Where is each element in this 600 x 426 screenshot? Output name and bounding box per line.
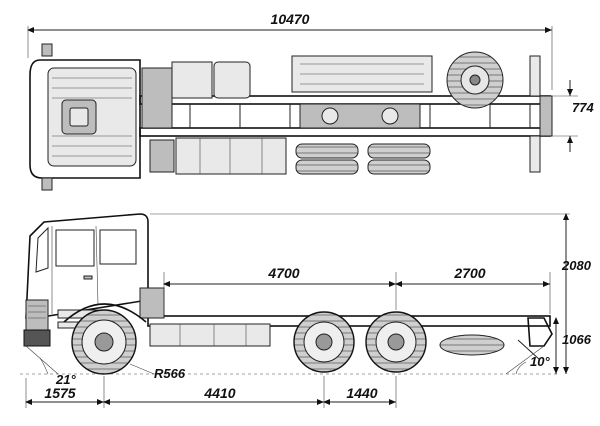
front-grille — [25, 299, 49, 331]
air-filter — [171, 61, 213, 99]
departure-angle-label: 10° — [530, 354, 550, 369]
rear-hitch-side — [527, 317, 553, 347]
radius-label: R566 — [154, 366, 186, 381]
right-mirror — [41, 177, 53, 191]
cargo-length-label: 4700 — [267, 265, 299, 281]
exhaust-box — [139, 287, 165, 319]
wheelbase-label: 4410 — [203, 385, 235, 401]
front-bumper — [23, 329, 51, 347]
frame-width-label: 774 — [572, 100, 594, 115]
overall-length-label: 10470 — [271, 11, 310, 27]
left-mirror — [41, 43, 53, 57]
battery-box — [149, 139, 175, 173]
cab-side — [25, 213, 149, 319]
frame-height-label: 1066 — [562, 332, 592, 347]
rear-wheel-2 — [365, 311, 427, 373]
fuel-tank — [175, 137, 287, 175]
top-view: 10470 — [27, 11, 594, 191]
rear-overhang-label: 2700 — [453, 265, 485, 281]
roof-ribs — [52, 77, 132, 157]
bogie-spacing-label: 1440 — [346, 385, 377, 401]
side-view: 4700 2700 2080 1066 10° 21° R566 1575 44… — [20, 213, 592, 408]
cross-members — [189, 104, 531, 128]
rear-hitch-top — [539, 95, 553, 137]
door-window — [55, 229, 95, 267]
bogie-axles — [299, 103, 421, 129]
air-tank — [213, 61, 251, 99]
windshield — [35, 226, 49, 273]
frame-rail-lower — [139, 127, 551, 137]
approach-angle-label: 21° — [55, 372, 76, 387]
rear-cab-window — [99, 229, 137, 265]
rear-wheel-1 — [293, 311, 355, 373]
rear-wheels-top — [295, 143, 431, 175]
engine-block — [141, 67, 173, 129]
overall-height-label: 2080 — [561, 258, 592, 273]
spare-wheel-side — [439, 334, 505, 356]
fuel-tank-side — [149, 323, 271, 347]
front-overhang-label: 1575 — [44, 385, 75, 401]
